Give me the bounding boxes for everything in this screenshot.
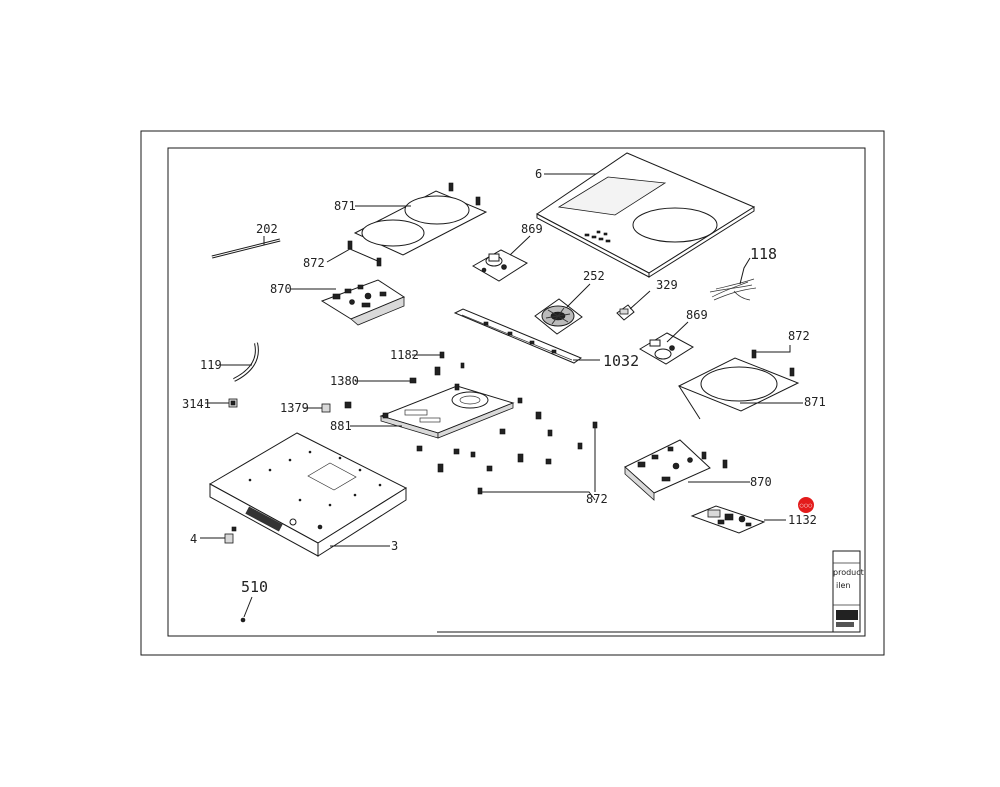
- part-induction-coil-right[interactable]: [677, 357, 800, 420]
- leader-872a: [326, 248, 381, 263]
- leader-872b: [756, 345, 791, 353]
- label-part-870-right: 870: [750, 475, 772, 489]
- part-screw-510[interactable]: [240, 617, 246, 623]
- part-screw-1380[interactable]: [409, 366, 441, 384]
- part-filter-board-right[interactable]: [639, 332, 694, 365]
- title-block-line1: product: [833, 568, 864, 577]
- label-part-1032: 1032: [603, 352, 639, 370]
- leader-869a: [509, 235, 531, 256]
- label-part-870-left: 870: [270, 282, 292, 296]
- part-clip-329[interactable]: [616, 304, 635, 321]
- part-filter-board-upper[interactable]: [471, 249, 529, 282]
- label-part-871-right: 871: [804, 395, 826, 409]
- leader-869b: [666, 321, 689, 343]
- part-power-board-left[interactable]: [320, 279, 406, 326]
- part-control-board[interactable]: [690, 505, 766, 534]
- label-part-3141: 3141: [182, 397, 211, 411]
- label-part-510: 510: [241, 578, 268, 596]
- label-part-3: 3: [391, 539, 398, 553]
- title-block-stamp: [836, 622, 854, 627]
- base-vent-dots: [248, 450, 382, 507]
- title-block: product ilen: [437, 550, 864, 633]
- part-wire-harness[interactable]: [709, 278, 757, 301]
- title-block-line2: ilen: [836, 581, 850, 590]
- label-part-881: 881: [330, 419, 352, 433]
- label-part-869-right: 869: [686, 308, 708, 322]
- part-sealing-strip[interactable]: [211, 238, 281, 259]
- part-power-board-right[interactable]: [624, 439, 728, 501]
- leader-872c: [481, 491, 596, 501]
- label-part-1380: 1380: [330, 374, 359, 388]
- label-part-1379: 1379: [280, 401, 309, 415]
- part-spacer-1379[interactable]: [321, 401, 352, 413]
- leader-329: [629, 290, 651, 310]
- outer-frame: [140, 130, 885, 656]
- part-cooling-fan[interactable]: [534, 298, 583, 335]
- label-part-869-upper: 869: [521, 222, 543, 236]
- label-part-871-top: 871: [334, 199, 356, 213]
- part-screws-1182[interactable]: [439, 351, 465, 369]
- inner-frame: [167, 147, 866, 637]
- label-part-872-top: 872: [303, 256, 325, 270]
- hotspot-marker[interactable]: ○○○: [798, 497, 814, 513]
- part-fasteners-center[interactable]: [416, 397, 598, 495]
- part-pins-872a[interactable]: [347, 240, 382, 267]
- leader-118: [739, 257, 751, 285]
- label-part-118: 118: [750, 245, 777, 263]
- part-support-rail[interactable]: [453, 308, 583, 364]
- part-clip-3141[interactable]: [228, 398, 238, 408]
- part-induction-coils-left[interactable]: [353, 182, 488, 256]
- label-part-119: 119: [200, 358, 222, 372]
- label-part-6: 6: [535, 167, 542, 181]
- part-base-housing[interactable]: [208, 432, 408, 557]
- glass-touch-controls: [584, 230, 611, 243]
- leader-252: [566, 283, 591, 308]
- label-part-1132: 1132: [788, 513, 817, 527]
- leader-510: [243, 596, 253, 618]
- label-part-4: 4: [190, 532, 197, 546]
- label-part-252: 252: [583, 269, 605, 283]
- hotspot-marker-text: ○○○: [799, 503, 812, 509]
- part-connector-4[interactable]: [224, 526, 237, 544]
- label-part-329: 329: [656, 278, 678, 292]
- part-pins-872b[interactable]: [751, 349, 795, 377]
- part-glass-top[interactable]: [536, 152, 756, 278]
- label-part-872-bottom: 872: [586, 492, 608, 506]
- label-part-872-right: 872: [788, 329, 810, 343]
- label-part-1182: 1182: [390, 348, 419, 362]
- label-part-202: 202: [256, 222, 278, 236]
- part-hose-119[interactable]: [233, 342, 259, 382]
- title-block-logo: [836, 610, 858, 620]
- part-bracket-plate[interactable]: [379, 383, 515, 439]
